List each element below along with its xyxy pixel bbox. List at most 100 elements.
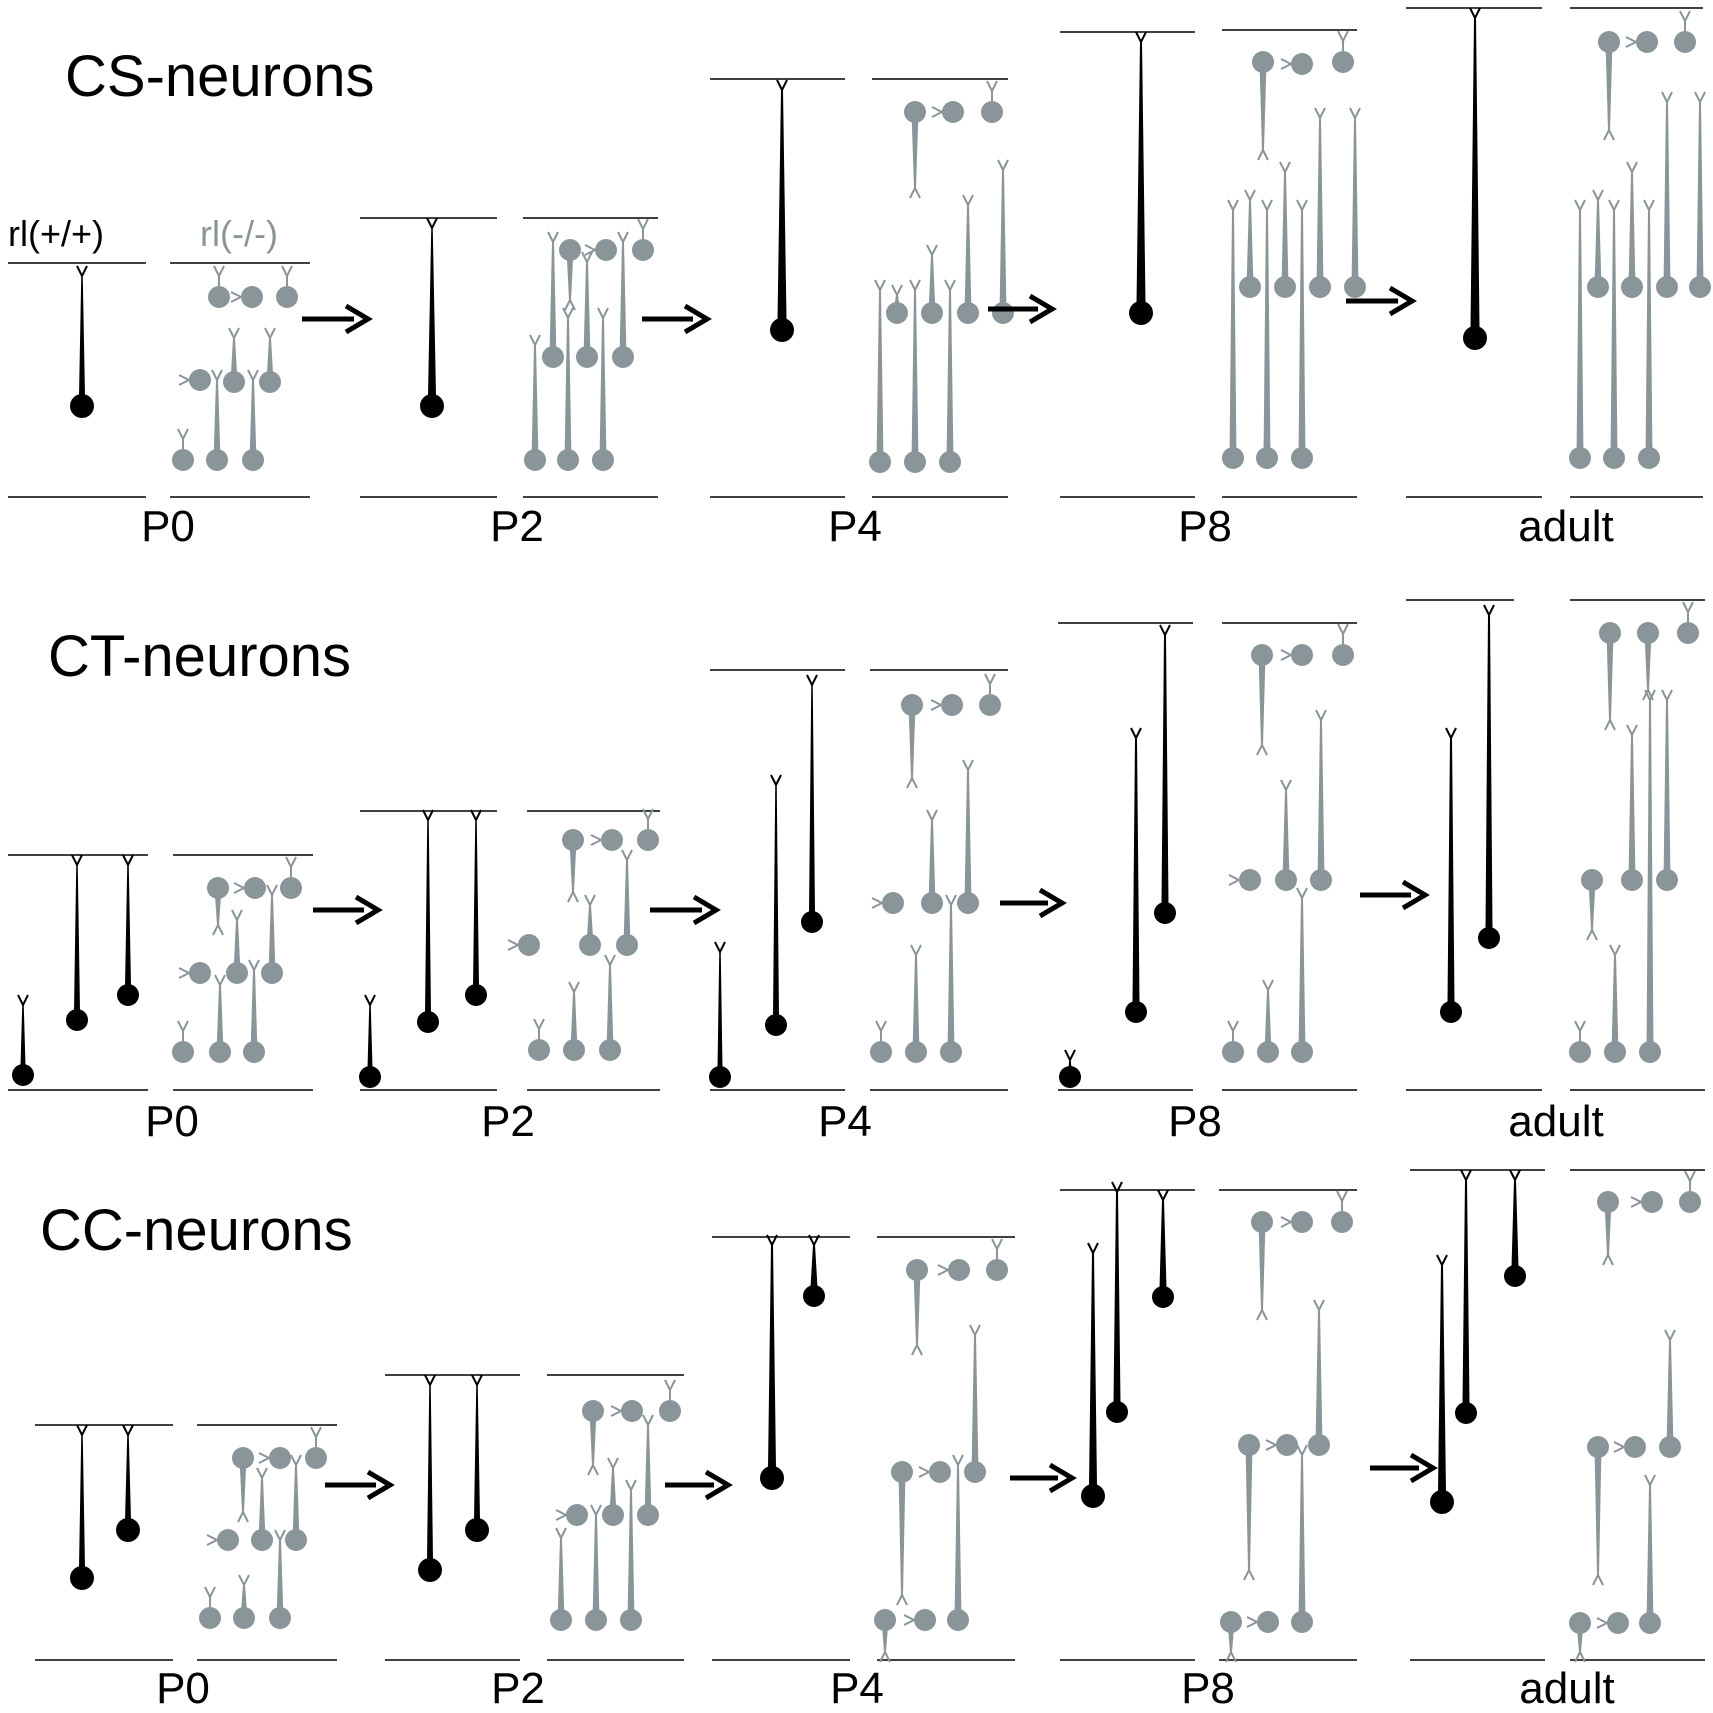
mutant-neuron-shaft [1259, 62, 1267, 150]
wildtype-neuron-soma [1154, 902, 1176, 924]
mutant-neuron-shaft [1644, 633, 1652, 690]
dendrite-tuft [642, 808, 654, 822]
mutant-neuron-soma [621, 1400, 643, 1422]
dendrite-tuft [533, 1018, 545, 1032]
mutant-neuron-soma [305, 1447, 327, 1469]
mutant-neuron-soma [904, 101, 926, 123]
wildtype-neuron-soma [420, 394, 444, 418]
wildtype-neuron-shaft [367, 1005, 373, 1068]
mutant-neuron-shaft [1258, 1222, 1266, 1310]
mutant-neuron-soma [957, 302, 979, 324]
wildtype-neuron-shaft [1159, 1200, 1167, 1288]
row-title-ct: CT-neurons [48, 624, 352, 689]
wildtype-neuron-shaft [79, 1435, 85, 1568]
wildtype-neuron-soma [1455, 1402, 1477, 1424]
progression-arrow-head [1048, 1462, 1077, 1494]
mutant-neuron-soma [1291, 644, 1313, 666]
mutant-neuron-soma [904, 451, 926, 473]
mutant-neuron-soma [208, 286, 230, 308]
mutant-neuron-shaft [258, 1478, 266, 1540]
wildtype-neuron-soma [709, 1066, 731, 1088]
wildtype-neuron-shaft [473, 820, 479, 986]
mutant-neuron-soma [1656, 869, 1678, 891]
mutant-neuron-shaft [947, 905, 955, 1052]
mutant-neuron-shaft [999, 170, 1007, 313]
mutant-neuron-shaft [971, 1335, 979, 1472]
mutant-neuron-soma [261, 962, 283, 984]
wildtype-neuron-shaft [428, 228, 436, 396]
wildtype-neuron-shaft [1161, 635, 1169, 904]
row-title-cc: CC-neurons [40, 1198, 353, 1263]
wildtype-neuron-shaft [1470, 18, 1480, 328]
wildtype-neuron-shaft [1462, 1180, 1470, 1404]
mutant-neuron-shaft [1594, 1447, 1602, 1575]
stage-label-cc-p0: P0 [156, 1664, 210, 1713]
wildtype-neuron-shaft [1511, 1180, 1519, 1267]
mutant-neuron-soma [939, 451, 961, 473]
mutant-neuron-shaft [1604, 1202, 1612, 1255]
mutant-neuron-soma [1332, 51, 1354, 73]
mutant-neuron-soma [232, 1447, 254, 1469]
dendrite-tuft [909, 185, 921, 199]
dendrite-tuft [567, 889, 579, 903]
dendrite-tuft [1337, 623, 1349, 637]
genotype-label-mutant: rl(-/-) [200, 213, 278, 254]
stage-label-cs-p2: P2 [490, 502, 544, 551]
wildtype-neuron-soma [465, 984, 487, 1006]
mutant-neuron-shaft [1258, 655, 1266, 745]
mutant-neuron-shaft [268, 895, 276, 973]
mutant-neuron-soma [637, 829, 659, 851]
mutant-neuron-soma [906, 1259, 928, 1281]
dendrite-tuft [564, 297, 576, 311]
dendrite-tuft [212, 922, 224, 936]
mutant-neuron-shaft [239, 1458, 247, 1512]
wildtype-neuron-shaft [474, 1385, 480, 1520]
mutant-neuron-shaft [570, 992, 578, 1050]
mutant-neuron-soma [1636, 31, 1658, 53]
progression-arrow-head [1028, 293, 1057, 325]
dendrite-tuft [664, 1379, 676, 1393]
mutant-neuron-soma [886, 302, 908, 324]
mutant-neuron-soma [1598, 31, 1620, 53]
mutant-neuron-soma [901, 694, 923, 716]
wildtype-neuron-shaft [425, 820, 431, 1013]
mutant-neuron-soma [870, 1041, 892, 1063]
mutant-neuron-soma [1621, 869, 1643, 891]
mutant-neuron-soma [189, 962, 211, 984]
mutant-neuron-soma [550, 1609, 572, 1631]
mutant-neuron-soma [1624, 1436, 1646, 1458]
mutant-neuron-shaft [928, 820, 936, 903]
mutant-neuron-soma [518, 934, 540, 956]
mutant-neuron-soma [592, 449, 614, 471]
progression-arrow-head [344, 303, 373, 335]
mutant-neuron-shaft [531, 345, 539, 460]
mutant-neuron-soma [1309, 276, 1331, 298]
wildtype-neuron-shaft [1447, 738, 1455, 1003]
mutant-neuron-soma [585, 1609, 607, 1631]
mutant-neuron-soma [1220, 1611, 1242, 1633]
mutant-neuron-shaft [1282, 790, 1290, 880]
mutant-neuron-shaft [566, 250, 574, 300]
mutant-neuron-soma [602, 1504, 624, 1526]
mutant-neuron-soma [1275, 869, 1297, 891]
mutant-neuron-shaft [609, 1468, 617, 1515]
mutant-neuron-soma [1239, 276, 1261, 298]
dendrite-tuft [1337, 30, 1349, 44]
wildtype-neuron-shaft [74, 865, 80, 1011]
progression-arrow-head [366, 1469, 395, 1501]
mutant-neuron-soma [957, 892, 979, 914]
mutant-neuron-shaft [249, 380, 257, 460]
mutant-neuron-soma [1569, 447, 1591, 469]
dendrite-tuft [875, 1020, 887, 1034]
mutant-neuron-soma [1252, 51, 1274, 73]
mutant-neuron-shaft [266, 338, 274, 382]
wildtype-neuron-shaft [1485, 615, 1493, 929]
mutant-neuron-soma [1239, 869, 1261, 891]
mutant-neuron-soma [637, 1504, 659, 1526]
mutant-neuron-soma [1641, 1191, 1663, 1213]
mutant-neuron-soma [1581, 869, 1603, 891]
mutant-neuron-shaft [876, 290, 884, 462]
wildtype-neuron-shaft [427, 1385, 433, 1560]
wildtype-neuron-soma [417, 1011, 439, 1033]
